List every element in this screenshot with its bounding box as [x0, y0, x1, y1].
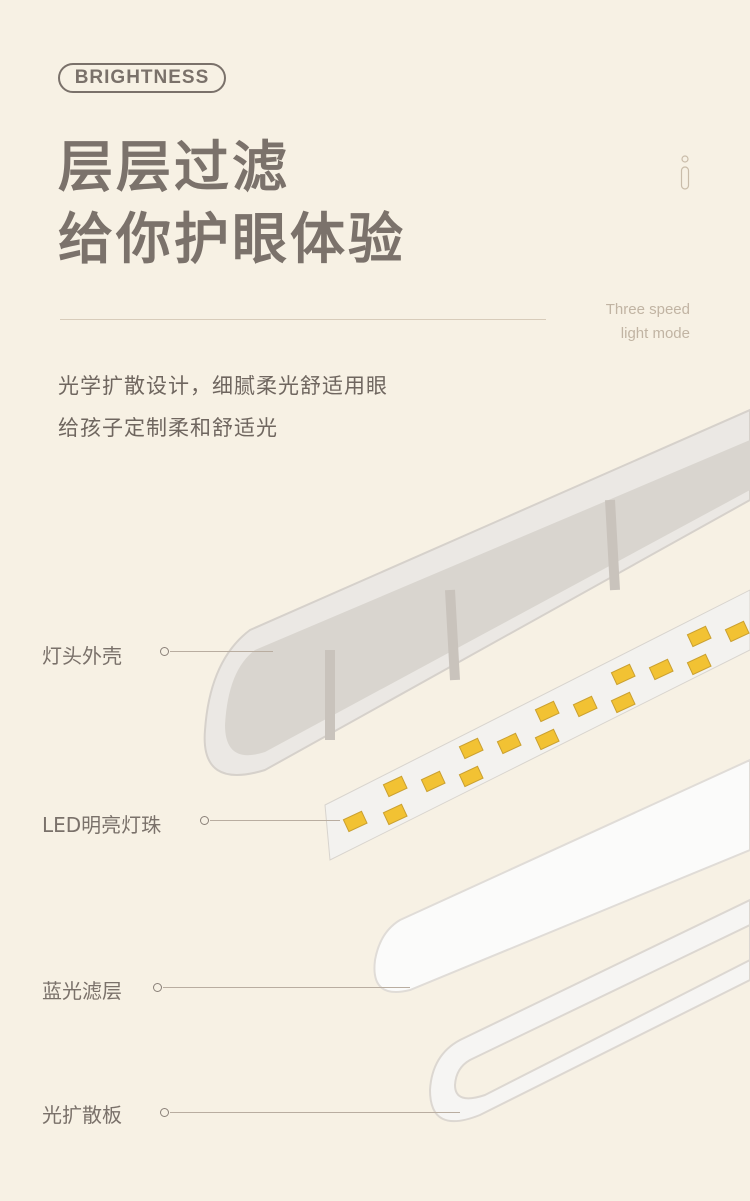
part-label-diffuser: 光扩散板: [42, 1103, 122, 1127]
leader-dot: [160, 647, 169, 656]
part-label-housing: 灯头外壳: [42, 644, 122, 668]
headline-line2: 给你护眼体验: [58, 207, 407, 271]
divider: [60, 319, 546, 320]
light-mode-caption: Three speed light mode: [606, 298, 690, 346]
description-line1: 光学扩散设计，细腻柔光舒适用眼: [58, 374, 388, 398]
headline-line1: 层层过滤: [58, 135, 291, 199]
leader-line: [170, 651, 273, 652]
part-label-filter: 蓝光滤层: [42, 979, 122, 1003]
mode-line1: Three speed: [605, 301, 690, 318]
leader-line: [163, 987, 410, 988]
leader-dot: [153, 983, 162, 992]
scroll-indicator-icon: [680, 155, 690, 190]
leader-line: [170, 1112, 460, 1113]
brightness-badge: BRIGHTNESS: [58, 63, 226, 93]
part-label-led: LED明亮灯珠: [42, 813, 162, 837]
mode-line2: light mode: [620, 325, 690, 342]
lamp-housing: [203, 408, 750, 776]
diffuser-plate: [428, 898, 750, 1123]
leader-line: [210, 820, 340, 821]
leader-dot: [160, 1108, 169, 1117]
leader-dot: [200, 816, 209, 825]
blue-light-filter: [373, 758, 750, 993]
description-line2: 给孩子定制柔和舒适光: [58, 416, 278, 440]
led-board: [324, 589, 750, 861]
